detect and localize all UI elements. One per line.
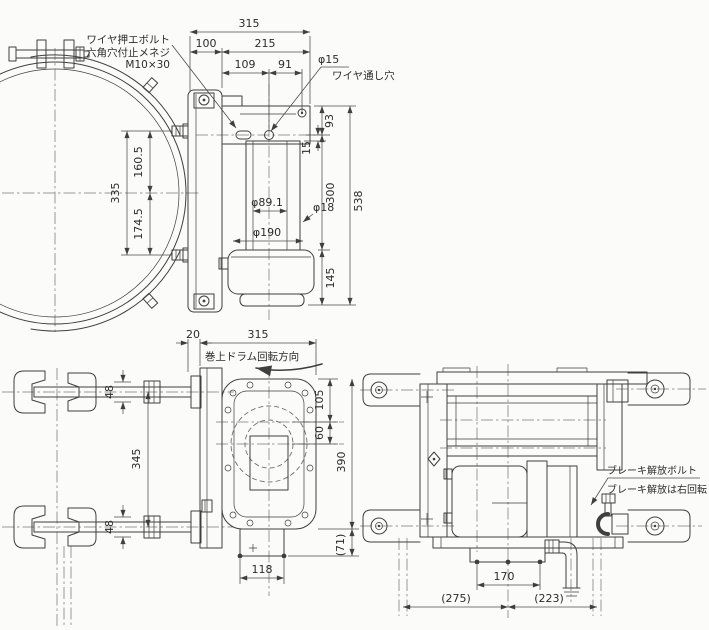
top-plate <box>221 95 311 145</box>
dim-drum-flange-dia: φ190 <box>253 226 281 239</box>
dim-clamp-lower-width: 48 <box>103 520 116 534</box>
front-dimensions <box>121 29 356 306</box>
dim-front-hole-left: 109 <box>235 58 256 71</box>
frame-channel <box>182 89 223 313</box>
dim-drum-barrel-dia: φ89.1 <box>251 196 283 209</box>
dim-clamp-span: 335 <box>109 183 122 204</box>
dim-clamp-lower: 174.5 <box>132 208 145 240</box>
bracket-bottom-right <box>611 509 691 543</box>
rear-body <box>419 367 648 597</box>
motor-housing <box>546 465 578 538</box>
callout-wire-press-bolt: ワイヤ押エボルト <box>86 33 170 46</box>
cover-bolt-diamond <box>427 451 441 467</box>
gear-case-front <box>218 249 315 295</box>
bracket-bottom-left <box>362 509 421 543</box>
dim-clamp-pitch: 345 <box>130 449 143 470</box>
callout-set-screw: 六角穴付止メネジ <box>86 46 170 59</box>
dim-front-top-section: 93 <box>323 114 336 128</box>
callout-wire-hole-dia: φ15 <box>318 53 339 66</box>
side-center-lines <box>2 366 344 628</box>
bracket-top-left <box>362 373 421 407</box>
rotation-arrow <box>255 363 323 377</box>
dim-front-overall-height: 538 <box>352 191 365 212</box>
dim-side-pole-clearance: 20 <box>186 328 200 341</box>
dim-side-overall-width: 315 <box>248 328 269 341</box>
dim-side-body-height: 390 <box>335 452 348 473</box>
pole-clamp-side-upper <box>13 370 202 414</box>
band-bolt-lower <box>171 249 189 261</box>
rear-dimensions <box>403 477 700 610</box>
rear-view: 170 (275) (223) ブレーキ解放ボルト ブレーキ解放は右回転 <box>360 364 707 618</box>
dim-front-lower-section: 145 <box>324 268 337 289</box>
dim-side-foot-width: 118 <box>252 563 273 576</box>
front-center-lines <box>2 48 322 332</box>
dim-wire-rope-dia: φ18 <box>313 201 334 214</box>
dim-clamp-upper-width: 48 <box>103 385 116 399</box>
drum-rear <box>446 395 598 447</box>
dim-front-hole-right: 91 <box>278 58 292 71</box>
band-stud-upper <box>142 77 159 94</box>
dim-front-overall-width: 315 <box>239 17 260 30</box>
band-bolt-upper <box>171 125 189 137</box>
dim-front-drum-section: 300 <box>324 183 337 204</box>
dim-right-overhang: (223) <box>534 592 564 605</box>
callout-drum-rotation: 巻上ドラム回転方向 <box>205 350 299 363</box>
dim-side-base-height: (71) <box>334 534 347 557</box>
drain-elbow <box>544 539 581 597</box>
dim-side-upper-section: 105 <box>313 390 326 411</box>
bottom-cap-front <box>239 293 305 307</box>
callout-brake-release-note: ブレーキ解放は右回転 <box>607 483 707 496</box>
side-body <box>199 367 317 559</box>
base-plate <box>432 536 624 549</box>
callout-set-screw-size: M10×30 <box>125 59 170 71</box>
dim-front-right-section: 215 <box>255 37 276 50</box>
brake-release-clip <box>596 512 610 536</box>
wire-press-slot <box>235 130 252 140</box>
dim-front-left-section: 100 <box>196 37 217 50</box>
callout-brake-release-bolt: ブレーキ解放ボルト <box>607 464 697 477</box>
dim-side-center-section: 60 <box>313 426 326 440</box>
pole-clamp-top <box>8 39 90 69</box>
mounting-foot <box>239 528 285 557</box>
band-stud-lower <box>142 292 159 309</box>
dim-base-bolt-pitch: 170 <box>494 570 515 583</box>
callout-wire-hole: ワイヤ通し穴 <box>332 69 395 82</box>
dim-front-drum-offset: 15 <box>300 141 313 155</box>
dim-clamp-upper: 160.5 <box>132 146 145 178</box>
side-dimensions <box>114 339 359 584</box>
wire-through-hole <box>264 130 274 140</box>
brake-housing <box>451 465 528 538</box>
pole-pipe-section <box>0 54 187 332</box>
bracket-top-right <box>606 372 691 406</box>
dim-left-overhang: (275) <box>441 592 471 605</box>
front-view: 315 100 215 109 91 93 15 300 145 538 335… <box>0 17 395 332</box>
side-view: 20 315 巻上ドラム回転方向 48 48 345 105 60 390 (7… <box>2 328 359 628</box>
